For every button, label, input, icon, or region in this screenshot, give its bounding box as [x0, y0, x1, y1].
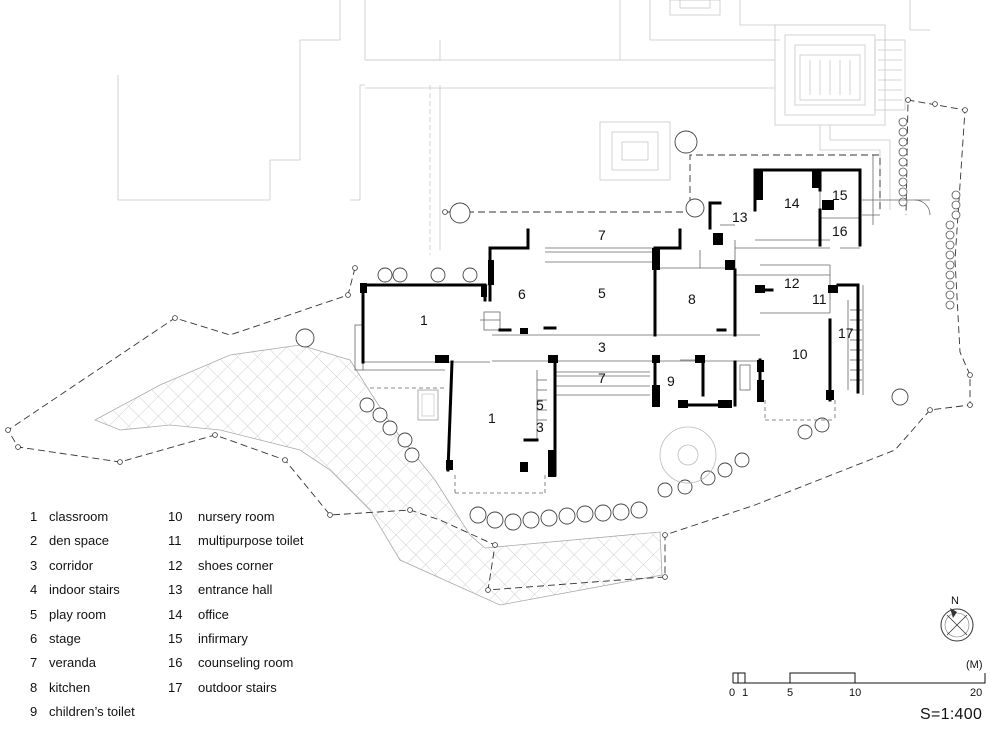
- legend-label: den space: [49, 533, 109, 549]
- legend-label: children’s toilet: [49, 704, 135, 720]
- legend-label: outdoor stairs: [198, 679, 277, 695]
- legend-label: shoes corner: [198, 557, 274, 573]
- room-label-12: 12: [784, 275, 800, 291]
- legend-label: indoor stairs: [49, 582, 120, 598]
- north-arrow-icon: N: [940, 595, 974, 642]
- room-label-8: 8: [688, 291, 696, 307]
- building-walls: [361, 168, 862, 477]
- room-labels: 1 1 3 3 5 5 6 7 7 8 9 10 11 12 13 14 15 …: [420, 187, 854, 435]
- legend-num: 9: [30, 704, 38, 720]
- sandbox: [417, 389, 439, 421]
- legend-label: counseling room: [198, 655, 294, 671]
- room-label-1b: 1: [488, 410, 496, 426]
- legend-num: 14: [168, 606, 183, 622]
- legend-item: 7 veranda: [30, 651, 135, 675]
- legend-num: 7: [30, 655, 38, 671]
- room-label-16: 16: [832, 223, 848, 239]
- legend-item: 3 corridor: [30, 554, 135, 578]
- room-label-6: 6: [518, 286, 526, 302]
- legend-label: play room: [49, 606, 107, 622]
- scale-ratio: S=1:400: [920, 706, 983, 723]
- wall-blocks: [360, 170, 838, 477]
- room-label-13: 13: [732, 209, 748, 225]
- scale-tick-0: 0: [729, 687, 735, 699]
- legend-item: 5 play room: [30, 603, 135, 627]
- legend-num: 5: [30, 606, 38, 622]
- legend-left: 1 classroom 2 den space 3 corridor 4 indoor …: [30, 505, 135, 725]
- north-letter: N: [951, 595, 959, 607]
- legend-item: 16 counseling room: [168, 651, 304, 675]
- legend-num: 17: [168, 679, 183, 695]
- trees: [295, 130, 909, 531]
- building-thin-lines: [354, 155, 931, 494]
- room-label-9: 9: [667, 373, 675, 389]
- legend-item: 15 infirmary: [168, 627, 304, 651]
- legend-item: 2 den space: [30, 529, 135, 553]
- legend-num: 10: [168, 509, 183, 524]
- legend-num: 16: [168, 655, 183, 671]
- scale-tick-5: 5: [787, 687, 793, 699]
- legend-num: 3: [30, 557, 38, 573]
- legend-num: 15: [168, 631, 183, 647]
- room-label-10: 10: [792, 346, 808, 362]
- room-label-7a: 7: [598, 227, 606, 243]
- room-label-7b: 7: [598, 370, 606, 386]
- scale-unit: (M): [966, 659, 983, 671]
- legend-label: multipurpose toilet: [198, 533, 304, 549]
- room-label-14: 14: [784, 195, 800, 211]
- legend-label: classroom: [49, 509, 109, 524]
- legend-label: corridor: [49, 557, 94, 573]
- room-label-15: 15: [832, 187, 848, 203]
- legend-num: 12: [168, 557, 183, 573]
- legend-num: 8: [30, 679, 38, 695]
- legend-item: 14 office: [168, 603, 304, 627]
- room-label-5b: 5: [536, 397, 544, 413]
- legend-label: office: [198, 606, 229, 622]
- legend-item: 6 stage: [30, 627, 135, 651]
- legend-item: 10 nursery room: [168, 505, 304, 529]
- room-label-3a: 3: [598, 339, 606, 355]
- legend-item: 11 multipurpose toilet: [168, 529, 304, 553]
- legend-label: infirmary: [198, 631, 248, 647]
- legend-num: 13: [168, 582, 183, 598]
- hedge: [898, 117, 961, 310]
- room-label-5a: 5: [598, 285, 606, 301]
- legend-item: 17 outdoor stairs: [168, 676, 304, 700]
- legend-item: 12 shoes corner: [168, 554, 304, 578]
- legend-label: nursery room: [198, 509, 275, 524]
- legend-num: 4: [30, 582, 38, 598]
- legend-num: 6: [30, 631, 38, 647]
- legend-num: 11: [168, 533, 182, 549]
- scale-tick-20: 20: [970, 687, 982, 699]
- room-label-11: 11: [812, 291, 827, 307]
- legend-label: entrance hall: [198, 582, 273, 598]
- legend-item: 13 entrance hall: [168, 578, 304, 602]
- scale-tick-1: 1: [742, 687, 748, 699]
- room-label-17: 17: [838, 325, 854, 341]
- legend-num: 2: [30, 533, 38, 549]
- scale-tick-10: 10: [849, 687, 861, 699]
- room-label-3b: 3: [536, 419, 544, 435]
- legend-item: 1 classroom: [30, 505, 135, 529]
- legend-label: veranda: [49, 655, 96, 671]
- legend-item: 4 indoor stairs: [30, 578, 135, 602]
- legend-item: 8 kitchen: [30, 676, 135, 700]
- legend-label: kitchen: [49, 679, 91, 695]
- hatched-slope: [94, 344, 663, 606]
- room-label-1a: 1: [420, 312, 428, 328]
- legend-right: 10 nursery room 11 multipurpose toilet 12 s…: [168, 505, 304, 700]
- legend-item: 9 children’s toilet: [30, 700, 135, 724]
- site-context-lines: [117, 0, 930, 255]
- scale-bar: [732, 672, 986, 684]
- legend-num: 1: [30, 509, 38, 524]
- playground-circle: [659, 426, 717, 484]
- legend-label: stage: [49, 631, 81, 647]
